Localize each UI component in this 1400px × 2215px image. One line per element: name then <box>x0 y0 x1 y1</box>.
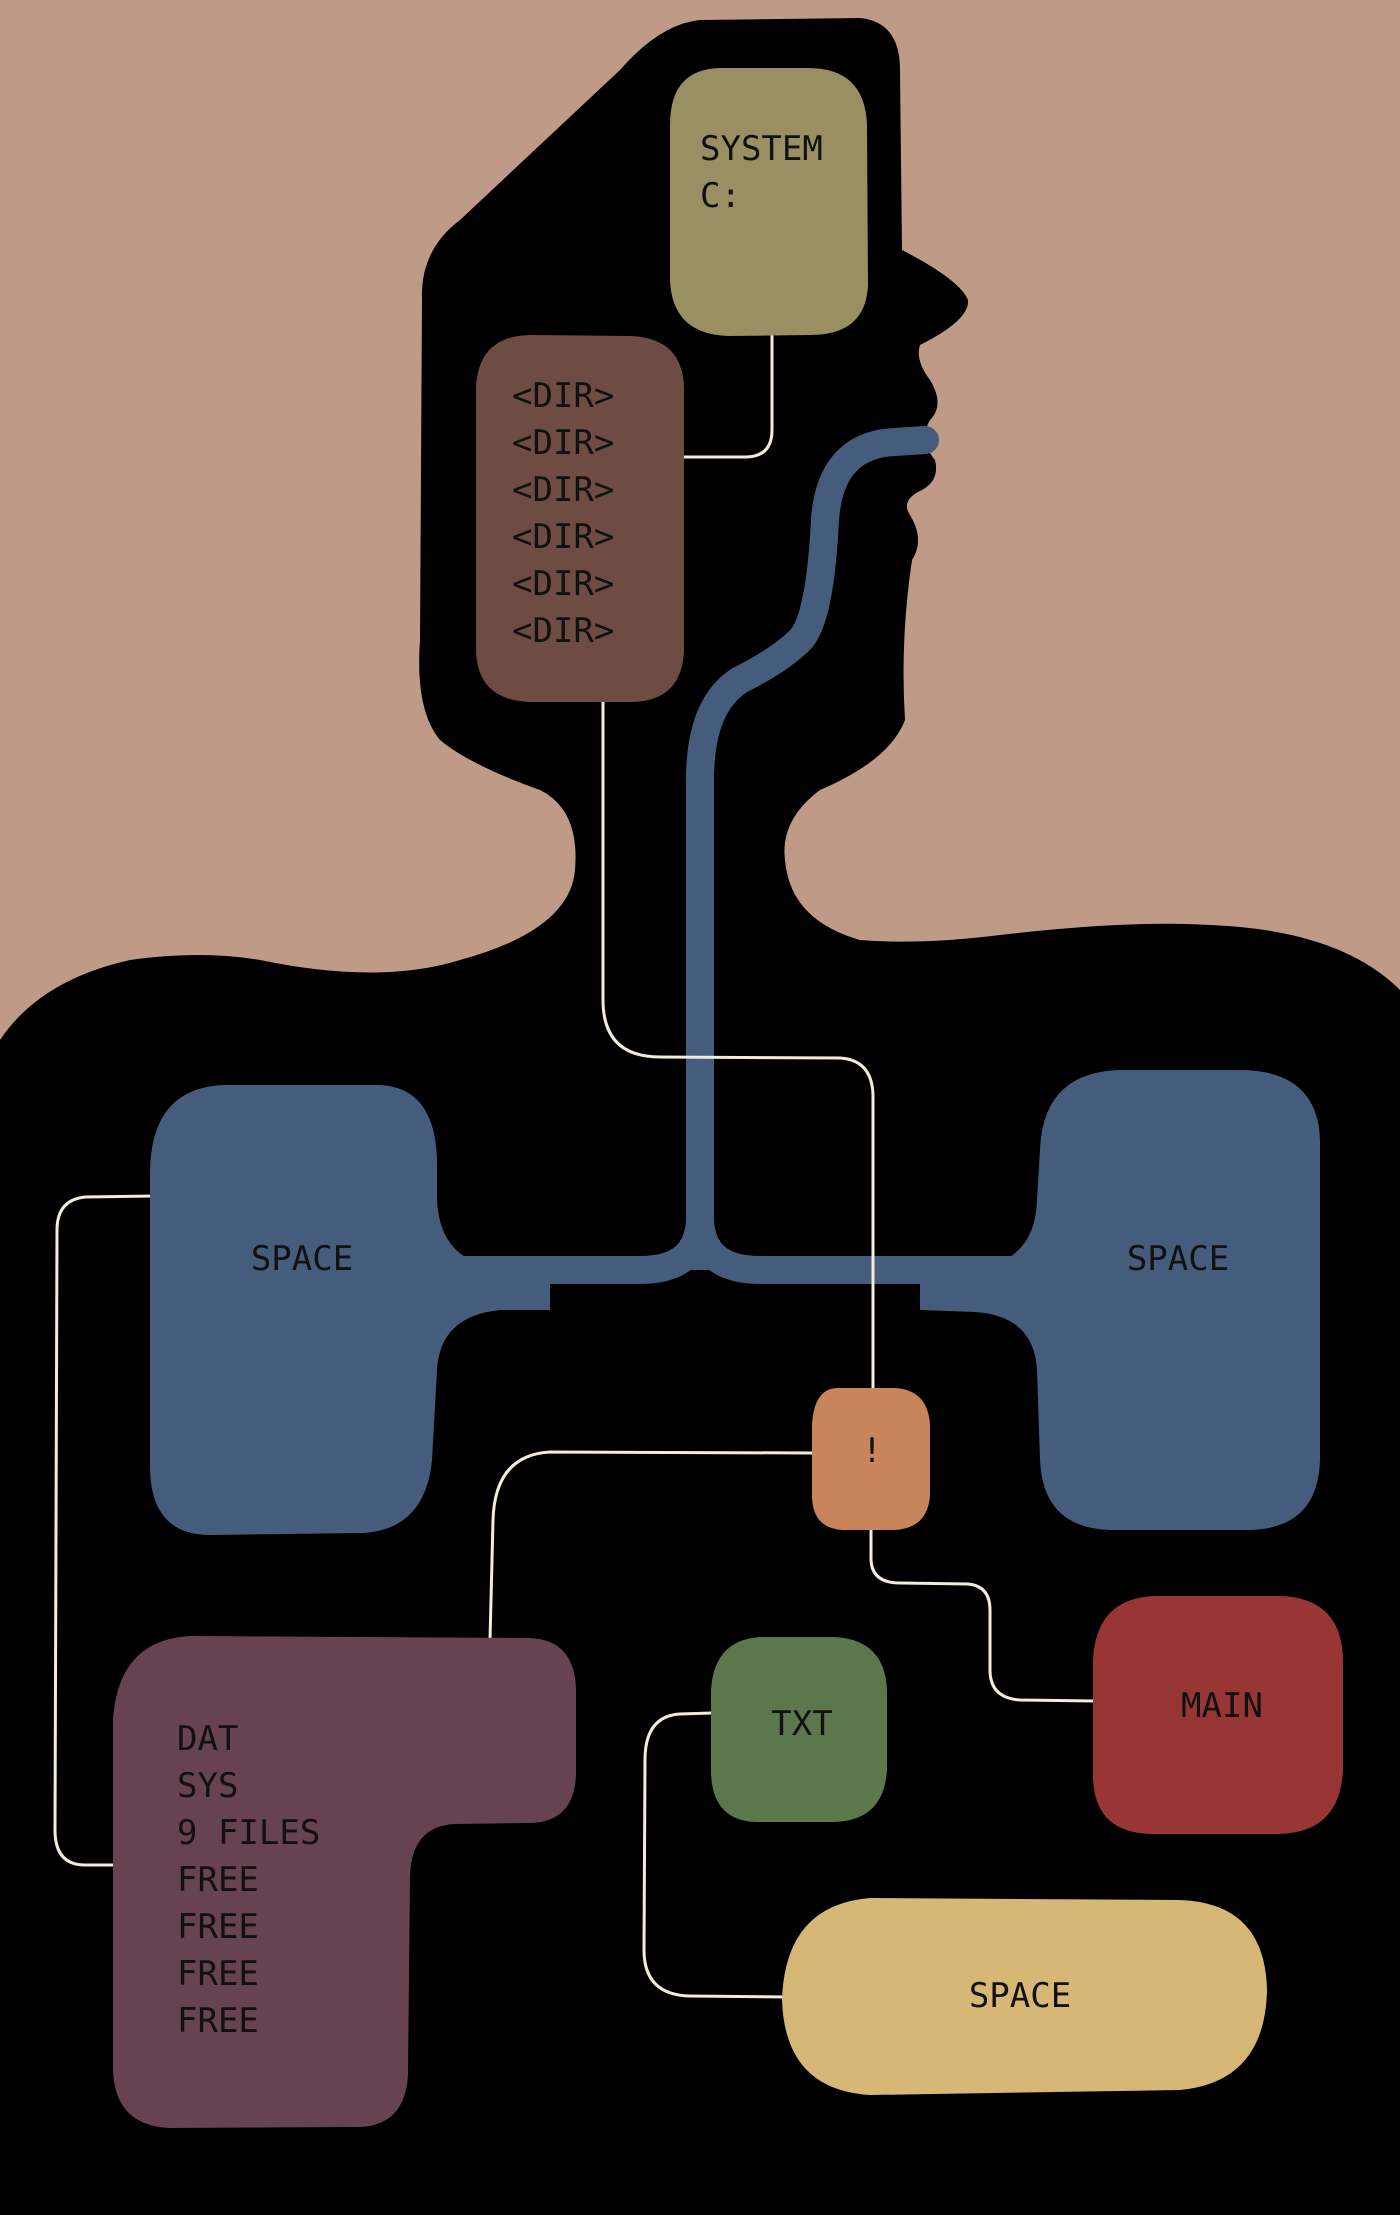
files-label-4: FREE <box>177 1860 259 1900</box>
dir-label-6: <DIR> <box>512 611 614 651</box>
system-label-line-2: C: <box>700 176 741 216</box>
files-label-3: 9 FILES <box>177 1813 320 1853</box>
main-box <box>1093 1596 1343 1834</box>
alert-box <box>812 1388 930 1530</box>
space-left-box <box>150 1085 550 1535</box>
dir-label-1: <DIR> <box>512 376 614 416</box>
bottom-space-box <box>782 1898 1267 2095</box>
space-left-label: SPACE <box>251 1239 353 1279</box>
files-label-7: FREE <box>177 2001 259 2041</box>
alert-label: ! <box>862 1431 882 1471</box>
files-label-1: DAT <box>177 1719 238 1759</box>
txt-label: TXT <box>771 1704 832 1744</box>
dir-label-5: <DIR> <box>512 564 614 604</box>
bottom-space-label: SPACE <box>969 1976 1071 2016</box>
dir-label-2: <DIR> <box>512 423 614 463</box>
dir-label-4: <DIR> <box>512 517 614 557</box>
dir-label-3: <DIR> <box>512 470 614 510</box>
txt-box <box>711 1637 887 1822</box>
files-box <box>113 1636 576 2128</box>
system-label-line-1: SYSTEM <box>700 129 823 169</box>
trachea-flare <box>650 1240 750 1270</box>
space-right-box <box>920 1070 1320 1530</box>
wire-txt-space <box>642 1711 792 1999</box>
wire-alert-files <box>488 1450 814 1642</box>
files-label-2: SYS <box>177 1766 238 1806</box>
files-label-6: FREE <box>177 1954 259 1994</box>
files-label-5: FREE <box>177 1907 259 1947</box>
main-label: MAIN <box>1181 1686 1263 1726</box>
wire-dir-alert <box>601 698 875 1392</box>
space-right-label: SPACE <box>1127 1239 1229 1279</box>
dir-box <box>476 335 684 702</box>
system-box <box>670 68 868 336</box>
wire-alert-main <box>869 1523 1097 1703</box>
wire-space-files <box>53 1194 157 1867</box>
wire-system-dir <box>678 328 774 459</box>
